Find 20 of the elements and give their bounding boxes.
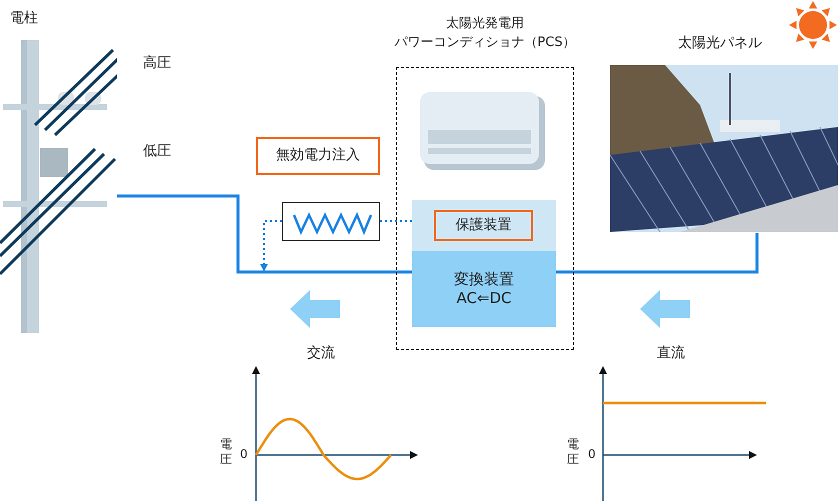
- axis-label: 電圧: [220, 437, 233, 467]
- protection-band: [412, 200, 556, 251]
- label-box: 無効電力注入: [256, 137, 380, 175]
- heading: パワーコンディショナ（PCS）: [394, 35, 576, 51]
- heading: 太陽光発電用: [445, 16, 525, 32]
- label: 高圧: [143, 55, 171, 72]
- axis-label: 電圧: [567, 437, 580, 467]
- label: 低圧: [143, 143, 171, 160]
- heading: 太陽光パネル: [678, 35, 762, 52]
- wire-line: [117, 194, 412, 274]
- heading: 電柱: [10, 10, 38, 27]
- label-box: 保護装置: [434, 210, 533, 241]
- dotted-line: [380, 220, 412, 222]
- tick-label: 0: [240, 447, 248, 462]
- dotted-line: [260, 220, 282, 272]
- tick-label: 0: [588, 447, 596, 462]
- label: 直流: [657, 345, 685, 362]
- converter-box: 変換装置 AC⇐DC: [412, 251, 556, 327]
- wire-line: [556, 233, 758, 274]
- label: 交流: [307, 345, 335, 362]
